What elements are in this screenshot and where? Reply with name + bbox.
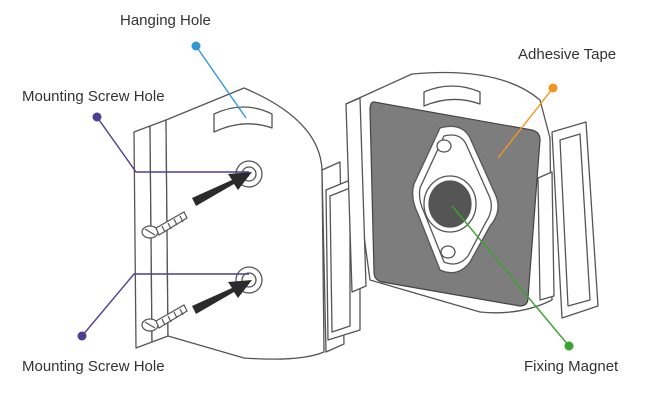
hanging-hole-leader bbox=[195, 45, 247, 119]
left-right-tab-inner bbox=[329, 187, 351, 333]
leader-lines bbox=[77, 41, 574, 351]
right-side-slot bbox=[537, 171, 555, 301]
arrow-bottom bbox=[192, 280, 252, 314]
mounting-screw-hole-bottom-label: Mounting Screw Hole bbox=[22, 358, 165, 375]
insertion-arrows bbox=[192, 172, 252, 314]
screw-hole-bottom-dot bbox=[77, 331, 87, 341]
magnet-plate-bevel bbox=[418, 134, 492, 265]
screw-hole-bottom-leader bbox=[81, 273, 249, 337]
adhesive-tape-dot bbox=[548, 83, 558, 93]
screw-hole-top-dot bbox=[92, 112, 102, 122]
hanging-hole-dot bbox=[191, 41, 201, 51]
fixing-magnet-disc bbox=[428, 180, 472, 228]
adhesive-tape-leader bbox=[497, 87, 554, 159]
screw-hole-top-leader bbox=[96, 116, 249, 173]
right-hanging-slot bbox=[423, 85, 481, 107]
mounting-screw-hole-top-label: Mounting Screw Hole bbox=[22, 88, 165, 105]
screw-bottom bbox=[141, 304, 188, 332]
adhesive-tape-label: Adhesive Tape bbox=[518, 46, 617, 63]
fixing-magnet-leader bbox=[451, 205, 570, 347]
fixing-magnet-dot bbox=[564, 341, 574, 351]
right-right-rail bbox=[551, 121, 599, 319]
arrow-top bbox=[192, 172, 252, 206]
screws bbox=[141, 211, 188, 332]
screw-top bbox=[141, 211, 188, 239]
fixing-magnet-label: Fixing Magnet bbox=[524, 358, 619, 375]
hanging-hole-label: Hanging Hole bbox=[120, 12, 211, 29]
left-main-plate bbox=[165, 87, 325, 360]
right-right-rail-inner bbox=[559, 133, 591, 307]
magnet-plate-hole-top bbox=[436, 139, 452, 153]
left-hanging-slot bbox=[213, 106, 273, 133]
magnet-plate-hole-bottom bbox=[440, 245, 456, 259]
right-left-rail bbox=[345, 97, 367, 293]
